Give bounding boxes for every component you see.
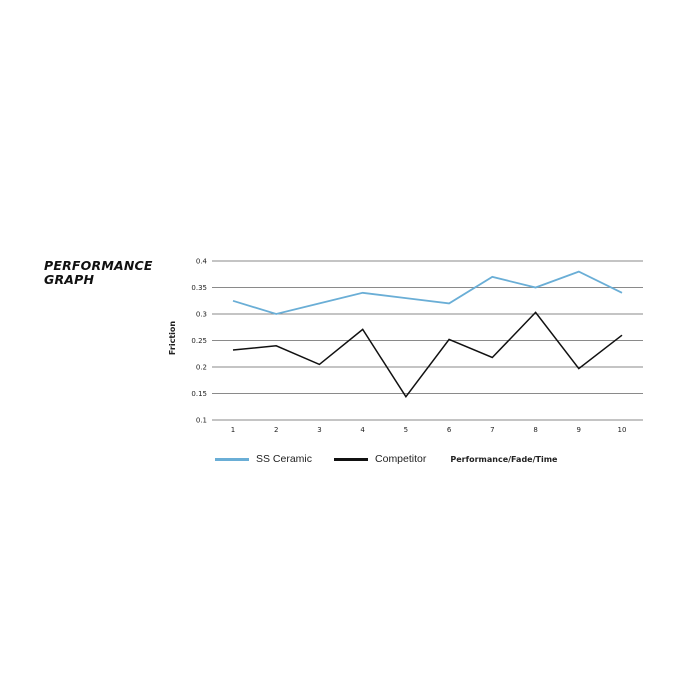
- y-axis-label: Friction: [168, 321, 177, 355]
- x-tick-label: 5: [404, 426, 408, 434]
- y-tick-label: 0.25: [191, 337, 207, 345]
- legend-swatch-competitor: [334, 457, 369, 461]
- y-tick-label: 0.1: [196, 417, 207, 425]
- legend-item-ss-ceramic: SS Ceramic: [215, 453, 312, 465]
- legend-label-competitor: Competitor: [375, 453, 427, 465]
- x-tick-label: 6: [447, 426, 452, 434]
- x-tick-label: 8: [533, 426, 537, 434]
- legend: SS Ceramic Competitor Performance/Fade/T…: [215, 452, 557, 466]
- y-tick-labels: 0.1 0.15 0.2 0.25 0.3 0.35 0.4: [191, 258, 207, 425]
- series-lines: [232, 270, 623, 399]
- x-tick-label: 10: [618, 426, 627, 434]
- x-tick-label: 1: [231, 426, 235, 434]
- x-tick-label: 7: [490, 426, 494, 434]
- legend-swatch-ss-ceramic: [215, 457, 249, 461]
- y-tick-label: 0.4: [196, 258, 208, 266]
- y-tick-label: 0.2: [196, 364, 207, 372]
- heading-line-2: GRAPH: [44, 272, 95, 287]
- chart-heading: PERFORMANCE GRAPH: [44, 259, 153, 287]
- y-tick-label: 0.35: [191, 284, 207, 292]
- series-line-competitor: [232, 311, 623, 399]
- series-line-ss-ceramic: [232, 270, 623, 315]
- heading-line-1: PERFORMANCE: [44, 258, 153, 273]
- x-tick-label: 9: [577, 426, 581, 434]
- legend-item-competitor: Competitor: [334, 453, 426, 465]
- legend-label-ss-ceramic: SS Ceramic: [256, 453, 313, 465]
- x-axis-label: Performance/Fade/Time: [450, 454, 558, 464]
- x-tick-label: 4: [360, 426, 365, 434]
- x-tick-labels: 1 2 3 4 5 6 7 8 9 10: [231, 426, 627, 434]
- grid-lines: [212, 260, 643, 421]
- y-tick-label: 0.15: [191, 390, 207, 398]
- y-tick-label: 0.3: [196, 311, 207, 319]
- x-tick-label: 2: [274, 426, 278, 434]
- x-tick-label: 3: [317, 426, 321, 434]
